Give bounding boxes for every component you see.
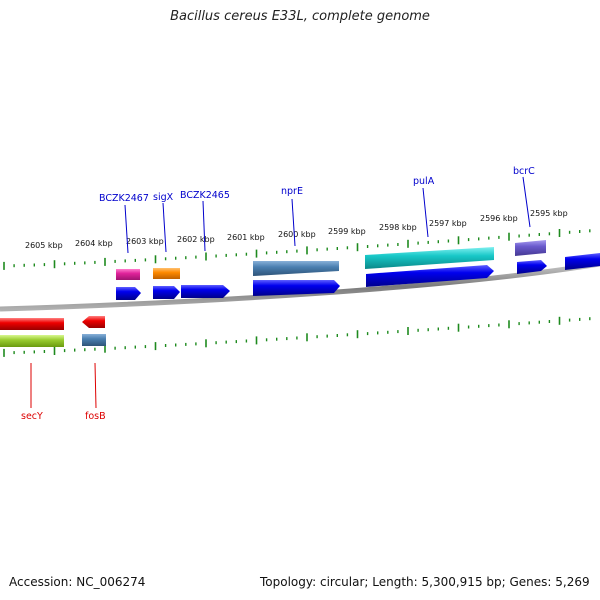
gene-feature-bcrc[interactable] <box>515 240 546 256</box>
gene-label-bczk2465[interactable]: BCZK2465 <box>180 190 230 201</box>
ruler-label-2603: 2603 kbp <box>126 237 164 246</box>
ruler-label-2599: 2599 kbp <box>328 227 366 236</box>
leader-sigx <box>162 202 167 253</box>
leader-bcrc <box>522 176 531 228</box>
gene-label-fosb[interactable]: fosB <box>85 411 106 422</box>
cds-arrow-7[interactable] <box>565 253 600 270</box>
leader-bczk2465 <box>202 200 206 252</box>
gene-feature-bczk2467[interactable] <box>116 269 140 280</box>
feature-row-reverse <box>0 316 106 347</box>
gene-label-secy[interactable]: secY <box>21 411 43 422</box>
ruler-label-2596: 2596 kbp <box>480 214 518 223</box>
gene-label-bcrc[interactable]: bcrC <box>513 166 535 177</box>
feature-row-cds-forward <box>116 253 600 300</box>
gene-label-bczk2467[interactable]: BCZK2467 <box>99 193 149 204</box>
genome-summary-text: Topology: circular; Length: 5,300,915 bp… <box>260 575 590 589</box>
ruler-label-2598: 2598 kbp <box>379 223 417 232</box>
ruler-label-2604: 2604 kbp <box>75 239 113 248</box>
cds-arrow-1[interactable] <box>116 287 141 300</box>
ruler-label-2601: 2601 kbp <box>227 233 265 242</box>
cds-arrow-3[interactable] <box>181 285 230 298</box>
upper-tick-ring <box>3 229 591 270</box>
cds-arrow-6[interactable] <box>517 260 547 274</box>
map-title: Bacillus cereus E33L, complete genome <box>170 9 430 24</box>
feature-row-outer <box>116 240 546 280</box>
gene-feature-fosb[interactable] <box>82 316 105 328</box>
ruler-label-2595: 2595 kbp <box>530 209 568 218</box>
gene-feature-pula[interactable] <box>365 247 494 269</box>
gene-feature-sigx[interactable] <box>153 268 180 279</box>
leader-bczk2467 <box>124 204 129 254</box>
gene-label-npre[interactable]: nprE <box>281 186 303 197</box>
gene-feature-npre[interactable] <box>253 261 339 276</box>
accession-text: Accession: NC_006274 <box>9 575 146 589</box>
ruler-label-2602: 2602 kbp <box>177 235 215 244</box>
gene-labels: BCZK2467 sigX BCZK2465 nprE pulA bcrC se… <box>21 166 535 422</box>
gene-feature-fosb-region[interactable] <box>82 334 106 346</box>
cds-arrow-5[interactable] <box>366 265 494 287</box>
leader-fosb <box>94 362 97 409</box>
gene-feature-secy[interactable] <box>0 318 64 330</box>
ruler-label-2605: 2605 kbp <box>25 241 63 250</box>
gene-feature-secy-region[interactable] <box>0 335 64 347</box>
ruler-labels: 2605 kbp 2604 kbp 2603 kbp 2602 kbp 2601… <box>25 209 568 250</box>
label-leaders <box>30 176 531 409</box>
leader-pula <box>422 187 429 238</box>
ruler-label-2600: 2600 kbp <box>278 230 316 239</box>
cds-arrow-4[interactable] <box>253 280 340 296</box>
gene-label-sigx[interactable]: sigX <box>153 192 174 203</box>
ruler-label-2597: 2597 kbp <box>429 219 467 228</box>
cds-arrow-2[interactable] <box>153 286 180 299</box>
lower-tick-ring <box>3 316 591 357</box>
gene-label-pula[interactable]: pulA <box>413 176 435 187</box>
leader-npre <box>291 198 296 247</box>
